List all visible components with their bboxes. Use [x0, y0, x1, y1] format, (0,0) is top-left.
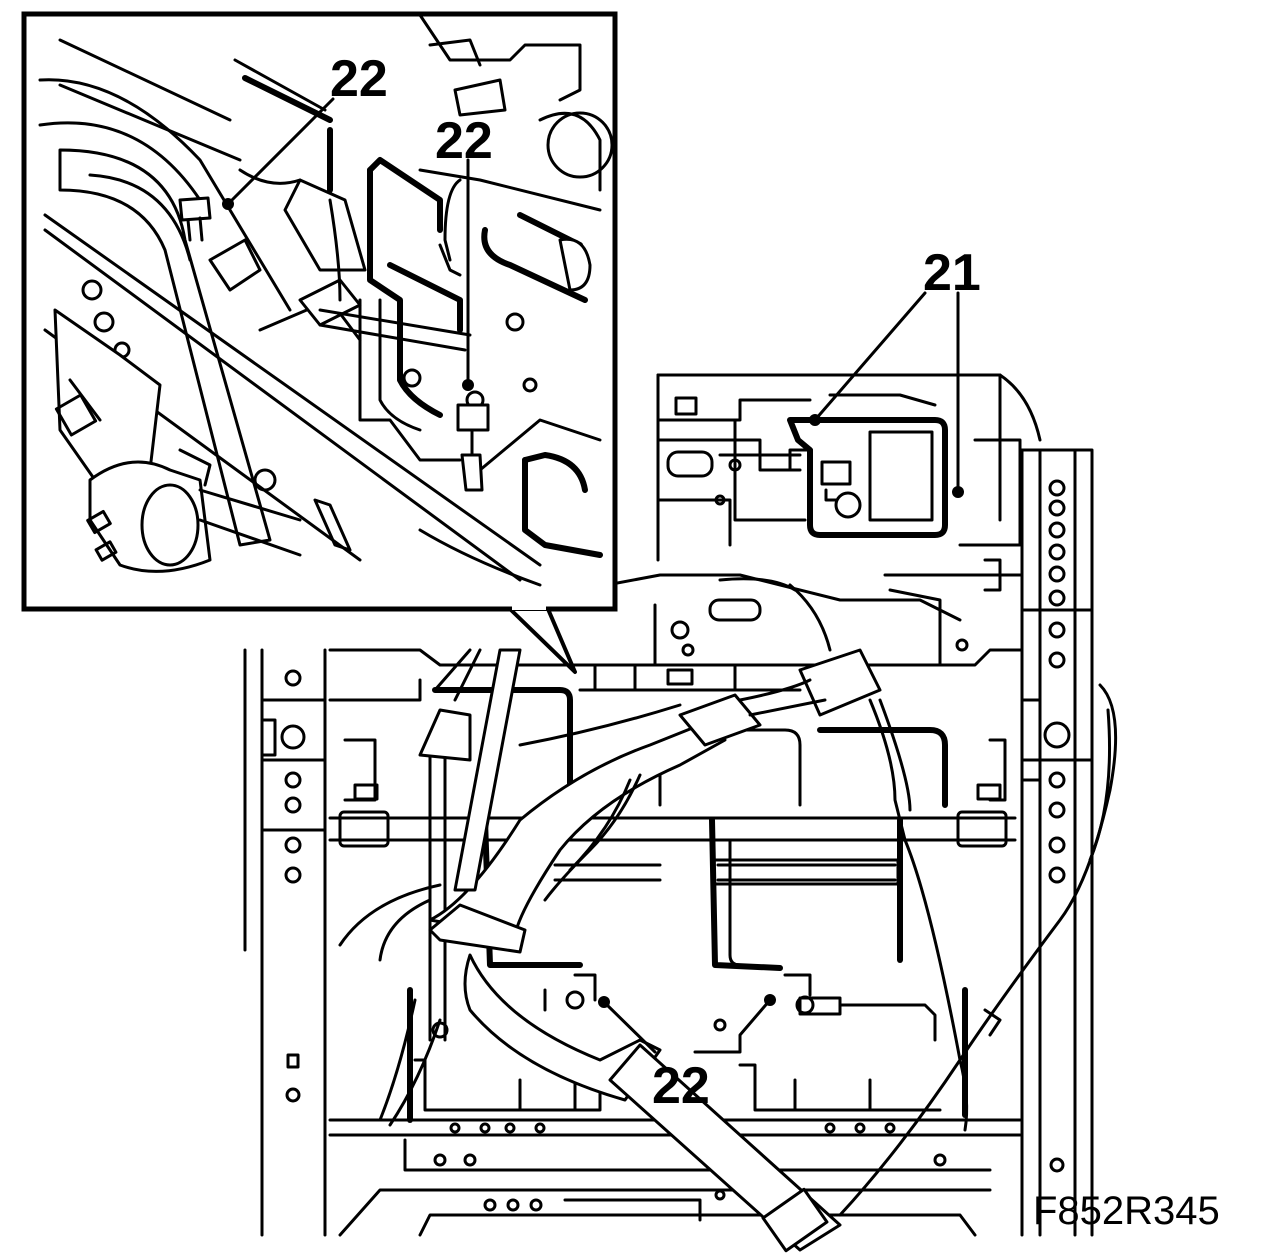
main-leaders: [598, 291, 964, 1054]
upper-bracket-area: [656, 373, 1042, 562]
figure-id: F852R345: [1033, 1189, 1220, 1233]
wiring-harness: [338, 577, 1118, 1253]
callout-main-bottom: 22: [652, 1057, 710, 1115]
callout-main-right: 21: [923, 244, 981, 302]
main-seat-frame-view: [243, 373, 1118, 1253]
inset-pointer: [508, 607, 577, 674]
inset-leaders: [222, 97, 474, 391]
callout-labels: 22 22 21 22 F852R345: [330, 50, 1220, 1233]
left-side-rail: [243, 648, 327, 1237]
inset-detail: [21, 11, 618, 674]
inset-drawing: [38, 13, 614, 587]
right-side-rail: [1020, 448, 1094, 1237]
callout-inset-middle: 22: [435, 112, 493, 170]
control-unit: [787, 393, 948, 538]
callout-inset-top: 22: [330, 50, 388, 108]
